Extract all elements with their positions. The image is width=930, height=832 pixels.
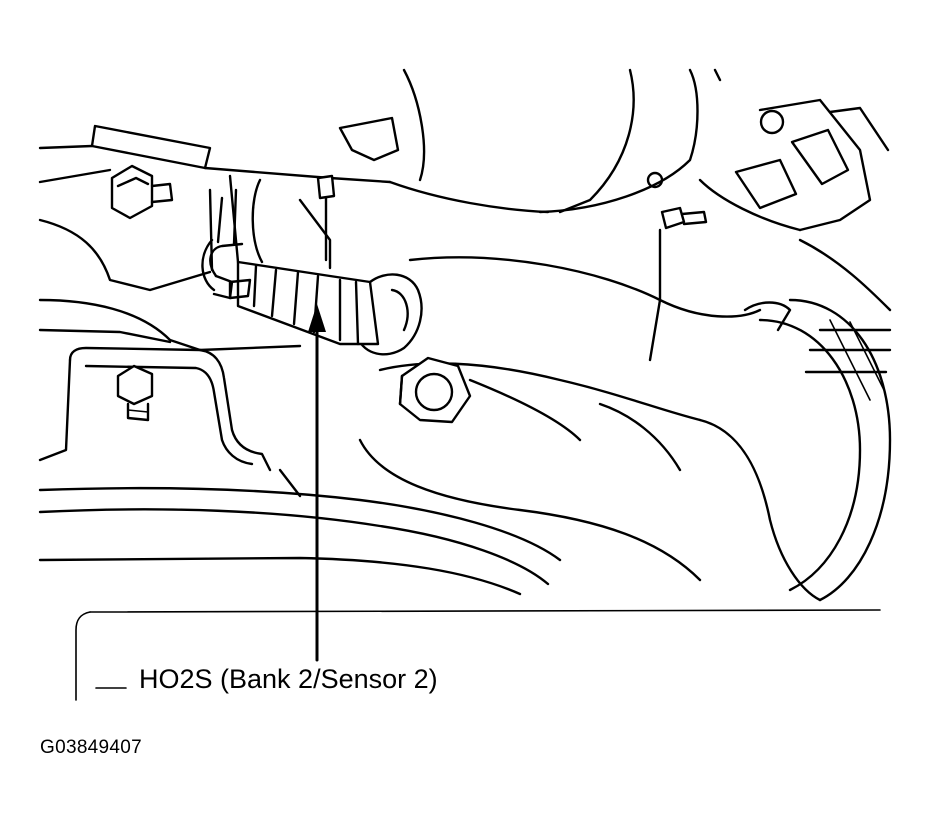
sensor-callout-label: HO2S (Bank 2/Sensor 2) xyxy=(139,664,438,694)
ho2s-sensor xyxy=(212,260,380,346)
callout-leader xyxy=(308,304,326,662)
lower-bracket xyxy=(38,346,272,472)
upper-left-bolt xyxy=(110,164,174,220)
converter-flange xyxy=(743,298,892,602)
right-bracket xyxy=(734,98,892,312)
upper-bracket xyxy=(38,124,392,184)
lower-frame-rails xyxy=(38,468,881,701)
figure-id: G03849407 xyxy=(40,737,143,758)
center-stud xyxy=(316,174,336,262)
sensor-wire xyxy=(201,188,244,292)
exhaust-pipe xyxy=(358,256,822,602)
alternator-housing xyxy=(338,68,802,232)
right-stud xyxy=(648,206,708,362)
exhaust-nut xyxy=(398,356,472,424)
